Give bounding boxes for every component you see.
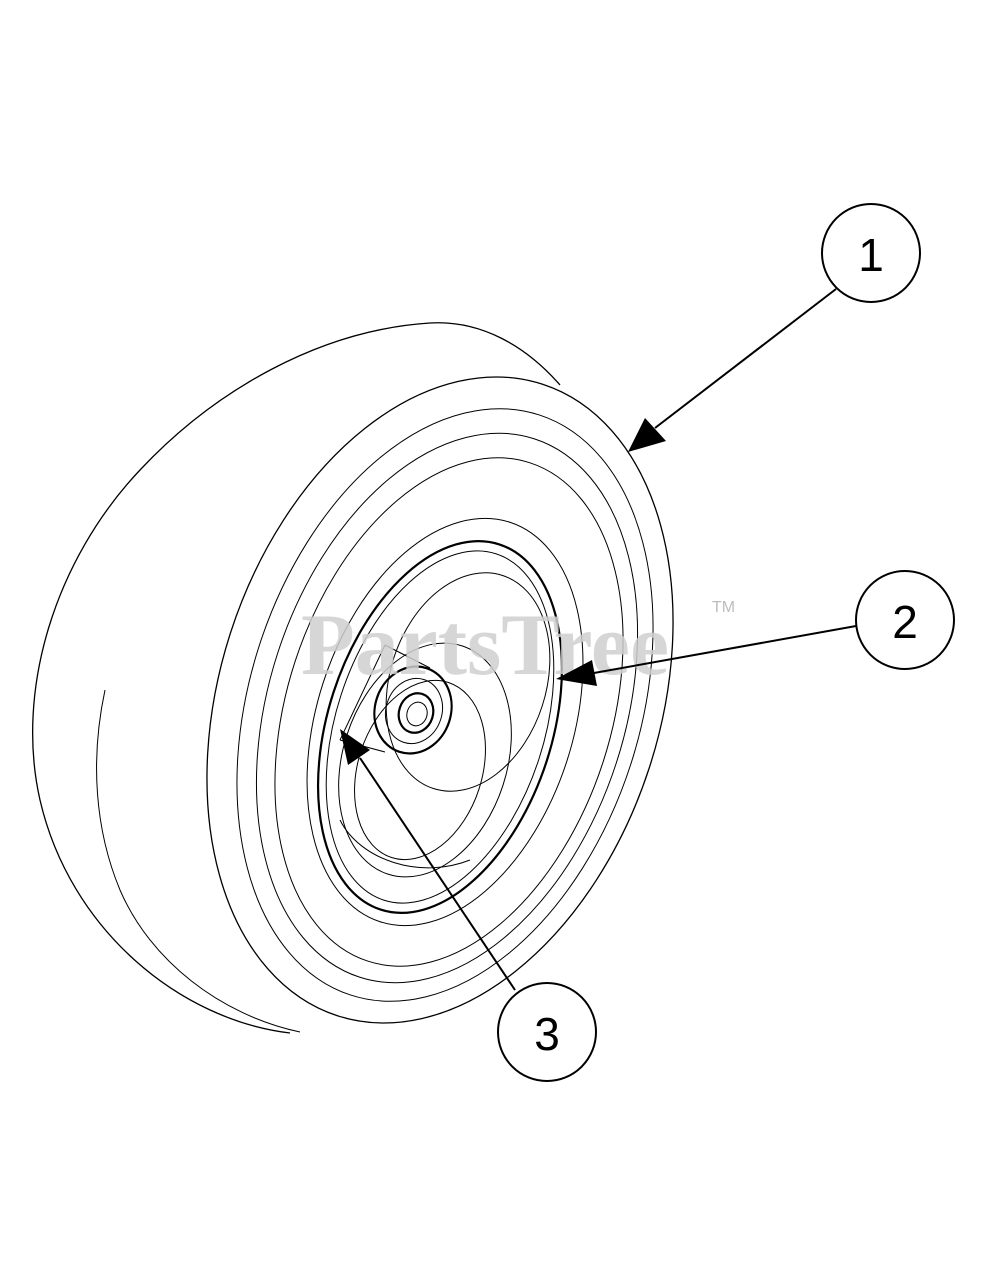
leader-line-1 bbox=[654, 288, 837, 429]
tire-sidewall-ring-3 bbox=[274, 457, 624, 967]
watermark-text: PartsTree bbox=[301, 597, 669, 694]
tire-bead-ring bbox=[306, 517, 584, 927]
rim-dish-2 bbox=[354, 679, 486, 861]
bearing-bore-inner bbox=[406, 701, 428, 727]
tire bbox=[31, 322, 674, 1034]
callout-circle-2 bbox=[855, 570, 955, 670]
bearing-outer-ring bbox=[373, 665, 453, 755]
tire-outer-silhouette bbox=[31, 322, 561, 1034]
callout-1: 1 bbox=[821, 203, 921, 303]
leader-lines bbox=[340, 288, 857, 991]
callout-circle-3 bbox=[497, 982, 597, 1082]
arrowhead-2 bbox=[556, 660, 597, 686]
hub-tube-top bbox=[384, 644, 431, 669]
callout-label-2: 2 bbox=[892, 596, 918, 648]
arrowhead-1 bbox=[628, 418, 666, 452]
rim-dish-arc bbox=[339, 819, 471, 869]
watermark: PartsTree TM bbox=[301, 597, 735, 694]
callout-label-3: 3 bbox=[534, 1008, 560, 1060]
callout-label-1: 1 bbox=[858, 229, 884, 281]
hub-tube-end bbox=[339, 644, 386, 741]
leader-line-3 bbox=[359, 757, 516, 991]
rim-flange-inner bbox=[325, 550, 555, 904]
callout-2: 2 bbox=[855, 570, 955, 670]
tire-front-edge bbox=[206, 376, 674, 1024]
arrowhead-3 bbox=[340, 729, 370, 765]
bearing-bore bbox=[397, 692, 435, 734]
rim-outer-flange bbox=[316, 540, 564, 914]
tire-sidewall-ring-2 bbox=[255, 432, 639, 984]
callout-3: 3 bbox=[497, 982, 597, 1082]
tire-back-sidewall bbox=[96, 689, 301, 1033]
leader-line-2 bbox=[593, 625, 857, 674]
bearing-race bbox=[384, 677, 444, 745]
rim-lip bbox=[385, 572, 551, 792]
tire-sidewall-ring-1 bbox=[236, 408, 654, 1002]
callout-circle-1 bbox=[821, 203, 921, 303]
watermark-trademark: TM bbox=[712, 599, 735, 616]
